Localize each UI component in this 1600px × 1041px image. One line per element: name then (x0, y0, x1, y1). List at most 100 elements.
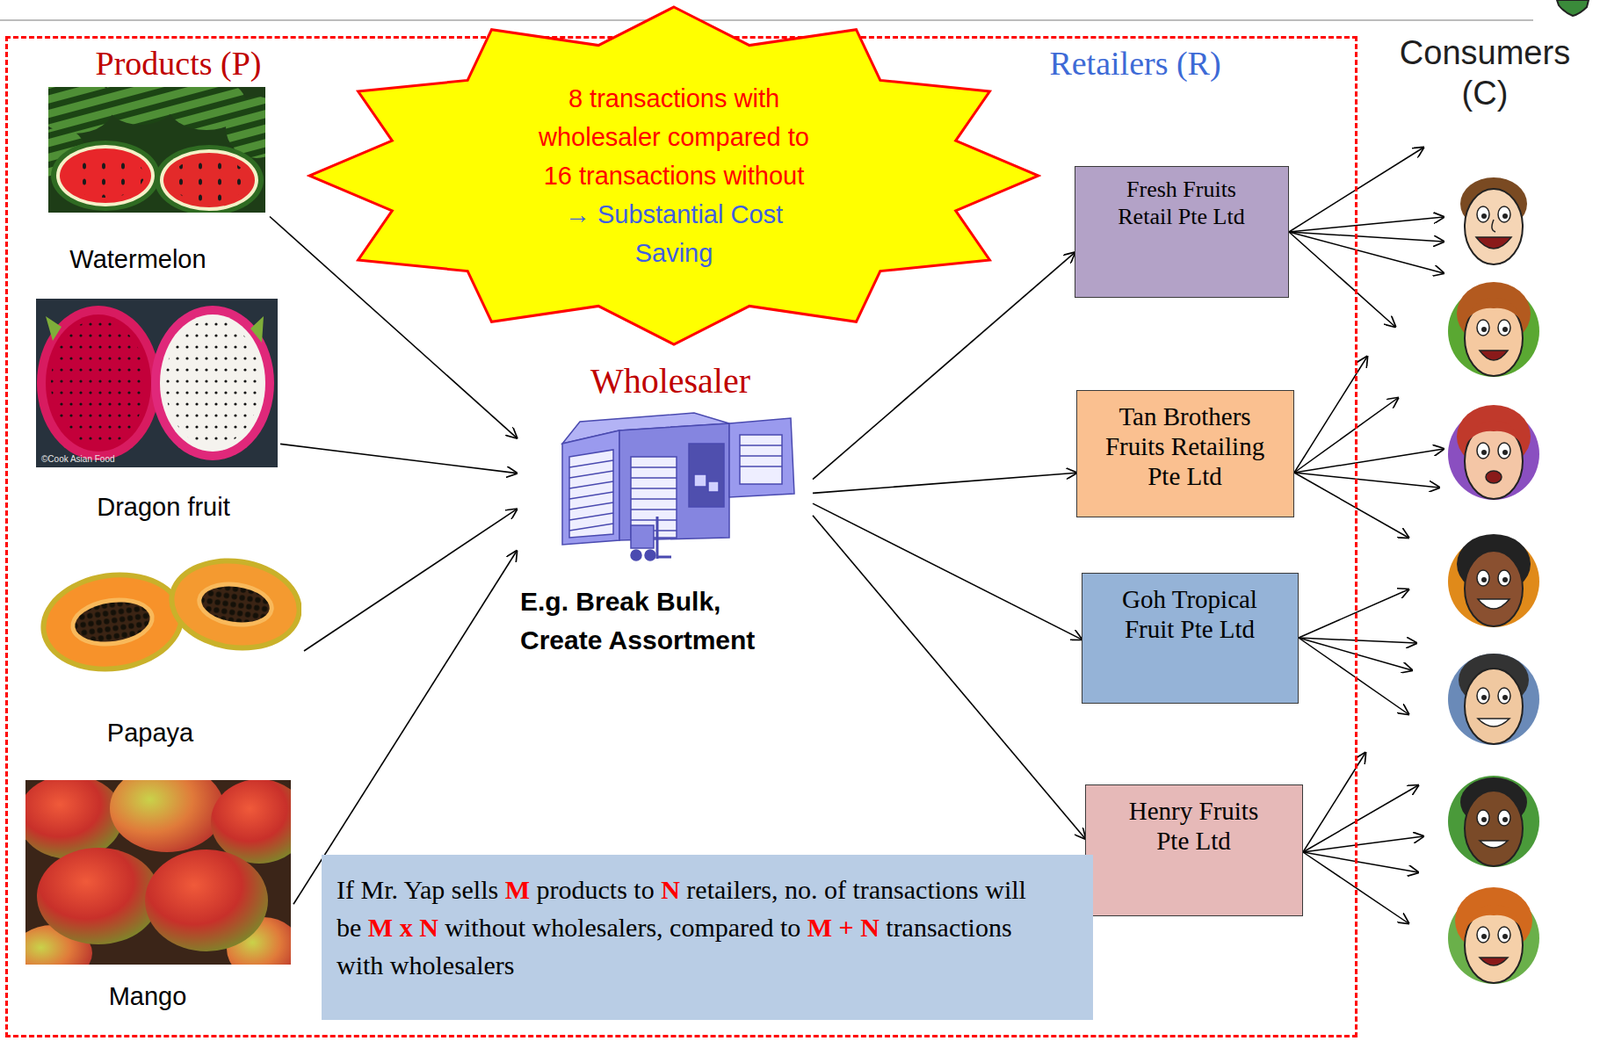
consumer-arrows (1288, 231, 1444, 242)
watermelon-picture (48, 86, 266, 213)
papaya-picture (40, 541, 302, 679)
warehouse-icon (630, 550, 642, 561)
watermelon-picture (170, 158, 248, 203)
mango-picture (144, 849, 268, 952)
papaya-picture (163, 550, 302, 659)
warehouse-icon (708, 481, 719, 493)
retailer-box: Fresh Fruits Retail Pte Ltd (1074, 166, 1289, 298)
section-heading: Products (P) (37, 43, 319, 85)
column-heading: Consumers (C) (1379, 33, 1591, 114)
mango-picture (36, 847, 160, 945)
text-slot: Dragon fruit (53, 492, 274, 523)
papaya-picture (199, 582, 273, 627)
consumer-face (1481, 449, 1487, 456)
consumer-face (1481, 213, 1487, 219)
header-rule (0, 19, 1534, 22)
consumer-arrows (1294, 472, 1409, 538)
warehouse-icon (644, 550, 656, 561)
note-text: M x N (368, 912, 439, 942)
consumer-face (1447, 653, 1540, 746)
note-text: products to (536, 875, 655, 905)
consumer-face (1447, 775, 1540, 868)
retailer-name: Goh Tropical Fruit Pte Ltd (1104, 584, 1276, 645)
papaya-picture (67, 593, 159, 652)
consumer-face (1464, 297, 1523, 323)
consumer-face (1479, 840, 1508, 848)
dragon-fruit-picture (159, 314, 266, 452)
flow-arrow (304, 509, 517, 652)
papaya-picture (163, 550, 302, 659)
warehouse-icon (562, 412, 795, 561)
consumer-arrows (1303, 852, 1419, 873)
papaya-picture (72, 597, 153, 647)
consumer-face (1464, 420, 1523, 446)
consumer-face (1476, 442, 1490, 459)
consumer-face (1502, 213, 1508, 219)
flow-arrow (293, 550, 517, 905)
text-slot: ©Cook Asian Food (41, 454, 165, 465)
retailer-box: Henry Fruits Pte Ltd (1085, 784, 1304, 917)
consumer-arrows (1294, 398, 1398, 473)
warehouse-icon (729, 418, 795, 498)
consumer-face (1476, 237, 1512, 249)
flow-arrow (280, 443, 517, 473)
node-title: Dragon fruit (53, 492, 274, 523)
papaya-picture (40, 563, 191, 679)
retailer-box: Goh Tropical Fruit Pte Ltd (1081, 572, 1299, 704)
logo-shield (1556, 0, 1589, 16)
warehouse-icon (630, 525, 654, 549)
consumer-arrows (1298, 589, 1409, 638)
section-heading: Retailers (R) (994, 43, 1276, 85)
consumer-face (1447, 775, 1540, 868)
text-slot: Retailers (R) (994, 43, 1276, 85)
note-text: N (660, 875, 681, 905)
consumer-face (1447, 282, 1540, 377)
consumer-face (1502, 933, 1508, 940)
consumer-face (1464, 668, 1523, 745)
product-watermelon: Watermelon (43, 84, 270, 280)
consumer-face (1464, 550, 1523, 627)
consumer-face (1447, 405, 1540, 500)
flow-arrow (812, 472, 1077, 493)
formula-note: If Mr. Yap sellsMproducts toNretailers, … (321, 854, 1094, 1021)
retailer-box: Tan Brothers Fruits Retailing Pte Ltd (1076, 390, 1295, 518)
consumer-face (1477, 599, 1510, 609)
consumer-face (1476, 810, 1490, 826)
warehouse-icon (619, 423, 730, 541)
watermelon-picture (50, 140, 160, 211)
mango-picture (25, 780, 291, 965)
consumer-arrows (1298, 637, 1409, 715)
warehouse-icon (569, 460, 614, 531)
callout-text: → Substantial Cost Saving (533, 195, 815, 273)
consumer-face (1498, 442, 1511, 459)
consumer-face (1476, 319, 1490, 336)
consumer-face (1479, 957, 1508, 966)
warehouse-icon (739, 434, 782, 485)
text-slot: Fresh Fruits Retail Pte Ltd (1107, 175, 1257, 231)
channel-boundary: Products (P)Retailers (R)8 transactions … (5, 36, 1358, 1038)
watermark: ©Cook Asian Food (41, 454, 165, 465)
retailer-name: Henry Fruits Pte Ltd (1116, 796, 1271, 856)
consumer-face (1477, 718, 1510, 727)
consumer-arrows (1288, 217, 1444, 232)
cost-saving-starburst: 8 transactions with wholesaler compared … (306, 4, 1042, 348)
consumer-face (1491, 219, 1496, 232)
consumer-face (1464, 790, 1523, 867)
text-slot: If Mr. Yap sellsMproducts toNretailers, … (336, 870, 1040, 985)
consumer-arrows (1303, 785, 1419, 853)
mango-picture (109, 780, 225, 853)
text-slot: Tan Brothers Fruits Retailing Pte Ltd (1094, 401, 1275, 492)
consumer-arrows (1288, 147, 1444, 924)
consumer-face (1498, 687, 1511, 704)
text-slot: Wholesaler (529, 360, 811, 403)
consumer-face (1476, 570, 1490, 587)
text-slot: Papaya (44, 717, 256, 749)
warehouse-icon (739, 445, 782, 467)
product-dragon-fruit: Dragon fruit (33, 296, 281, 528)
node-title: Papaya (44, 717, 256, 749)
consumer-face (1481, 933, 1487, 940)
consumer-face (1481, 695, 1487, 701)
consumer-face (1498, 206, 1511, 223)
